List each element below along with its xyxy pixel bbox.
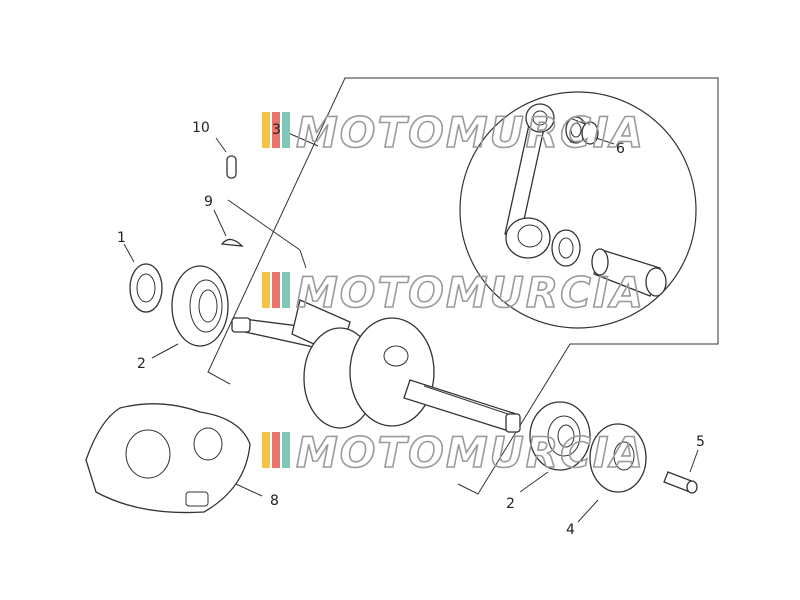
callout-2-left: 2 [137,356,146,372]
watermark-text: MOTOMURCIA [296,428,645,477]
watermark-top: MOTOMURCIA [262,107,645,158]
watermark-text: MOTOMURCIA [296,108,645,157]
callout-4: 4 [566,522,575,538]
small-end-bearing [565,116,599,145]
bearing-kit-bag [85,403,251,514]
callout-10: 10 [192,120,210,136]
watermark-text: MOTOMURCIA [296,268,645,317]
oil-seal [129,263,163,313]
left-bearing [171,265,229,347]
dowel-pin [226,155,237,179]
right-bearing [529,401,591,471]
connecting-rod [504,103,555,259]
callout-3: 3 [272,122,281,138]
leader-lines [123,131,699,523]
callout-1: 1 [117,230,126,246]
bushing [663,471,698,494]
crankshaft [231,299,521,433]
right-oil-seal [589,423,647,493]
woodruff-key [220,238,244,247]
callout-6: 6 [616,141,625,157]
watermark-middle: MOTOMURCIA [262,267,645,318]
callout-5: 5 [696,434,705,450]
crank-pin [591,248,667,297]
callout-8: 8 [270,493,279,509]
big-end-bearing [551,229,581,267]
callout-9: 9 [204,194,213,210]
callout-2-right: 2 [506,496,515,512]
watermark-bottom: MOTOMURCIA [262,427,645,478]
